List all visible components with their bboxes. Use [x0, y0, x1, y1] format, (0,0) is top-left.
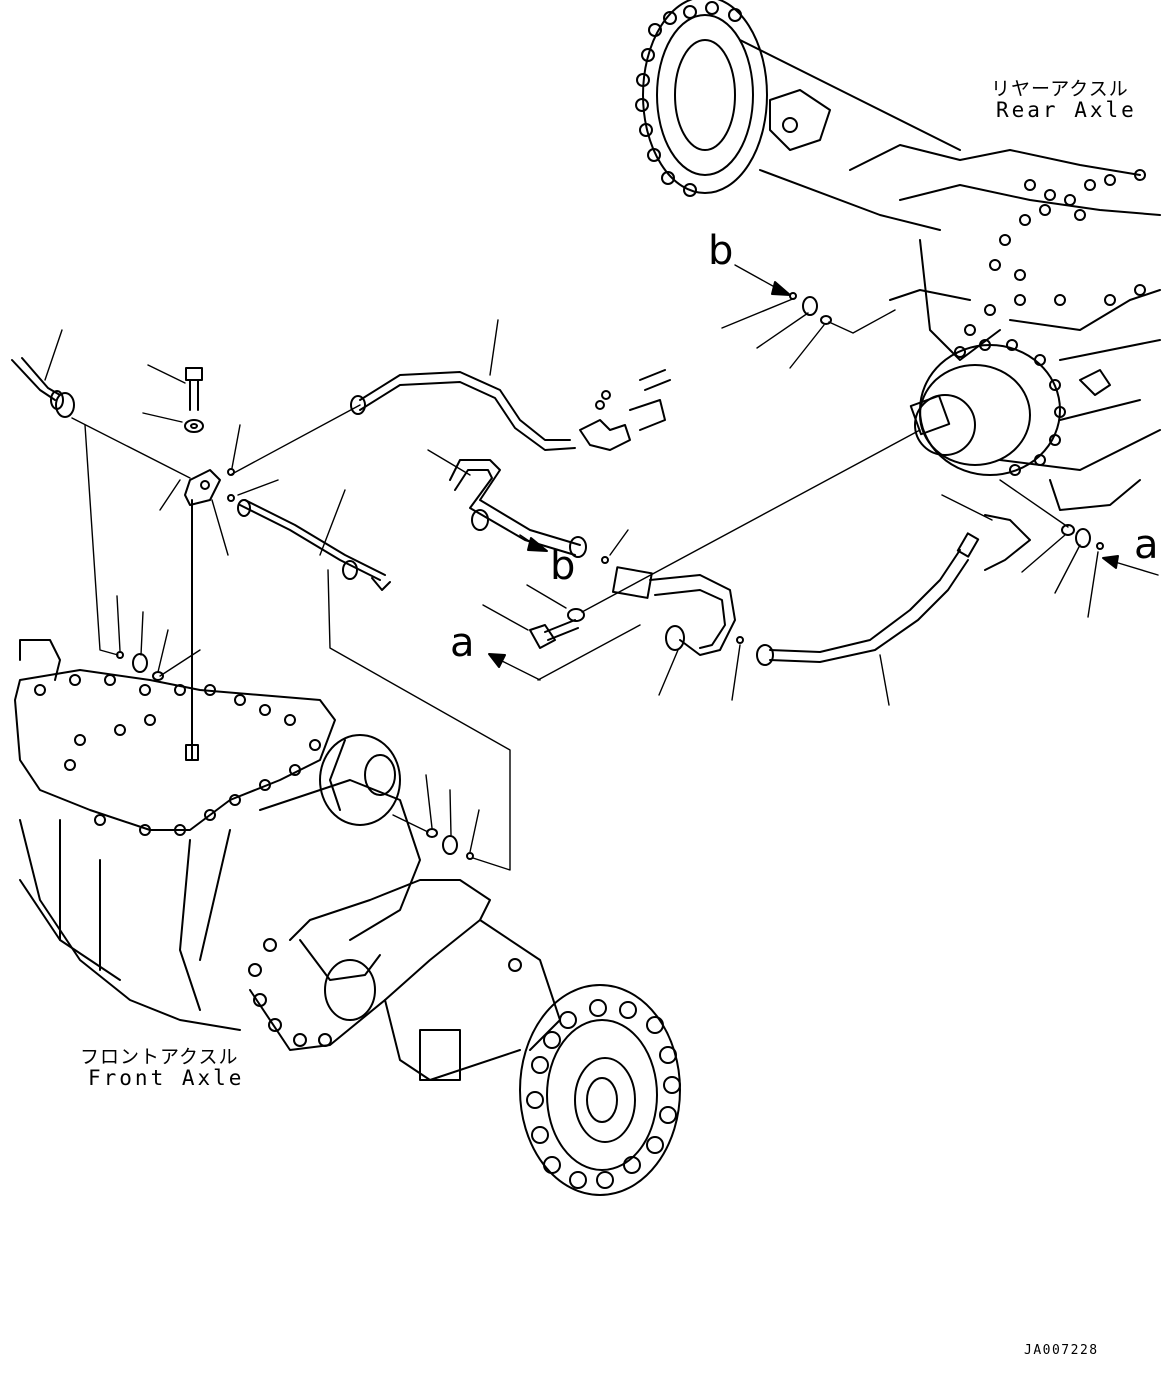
rear-axle-jp-label: リヤーアクスル	[991, 78, 1129, 100]
rear-hub-bolts	[635, 1, 742, 197]
marker-a-left: a	[450, 620, 475, 666]
front-axle-en-label: Front Axle	[88, 1066, 245, 1090]
front-axle-jp-label: フロントアクスル	[80, 1046, 239, 1068]
rear-axle-en-label: Rear Axle	[996, 98, 1137, 122]
rear-housing-bolts	[989, 169, 1146, 306]
marker-a-right: a	[1134, 522, 1159, 568]
rear-cover-bolts	[954, 294, 1066, 476]
marker-b-top: b	[708, 228, 734, 274]
leader-lines	[44, 297, 1099, 871]
reference-arrows	[488, 264, 1159, 681]
front-housing-bolts	[248, 938, 332, 1047]
piping	[11, 292, 1104, 860]
front-cover-bolts	[34, 674, 321, 836]
front-hub-bolts	[526, 999, 681, 1189]
front-axle-assembly	[14, 639, 681, 1196]
rear-axle-assembly	[635, 0, 1161, 511]
drawing-code: JA007228	[1024, 1343, 1099, 1358]
marker-b-middle: b	[550, 543, 576, 589]
